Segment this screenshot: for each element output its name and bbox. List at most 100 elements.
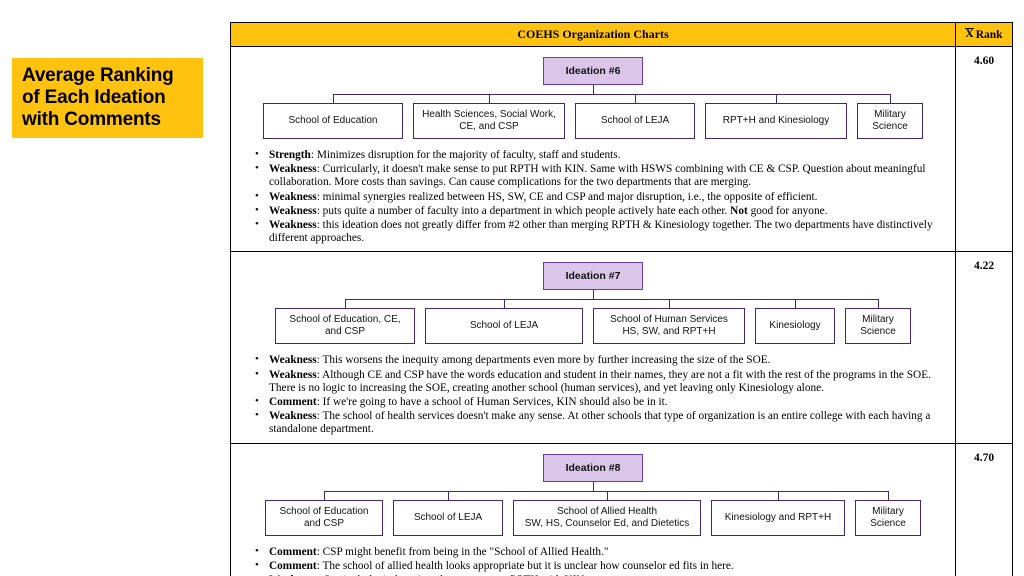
section-ideation-7: Ideation #7 School of Education, CE,and C… (231, 252, 956, 443)
connector-drop (635, 94, 636, 103)
connector-drop (607, 490, 608, 500)
list-item: Comment: If we're going to have a school… (255, 395, 945, 409)
chart-connectors (231, 481, 955, 500)
child-node-label: Kinesiology (769, 320, 821, 332)
child-nodes: School of Education Health Sciences, Soci… (231, 103, 955, 139)
bullet-text: : The school of health services doesn't … (269, 410, 931, 436)
child-node-label: RPT+H and Kinesiology (722, 115, 830, 126)
connector-drop (504, 299, 505, 309)
table-row: Ideation #7 School of Education, CE,and C… (231, 252, 1012, 444)
child-node-label: School of LEJA (600, 115, 670, 126)
org-chart-ideation-7: Ideation #7 School of Education, CE,and C… (231, 252, 955, 348)
bullet-label: Weakness (269, 574, 317, 576)
child-node[interactable]: Kinesiology and RPT+H (711, 499, 845, 536)
x-bar-symbol: X (965, 28, 974, 41)
bullet-text: : Minimizes disruption for the majority … (310, 149, 621, 161)
bullet-text: : this ideation does not greatly differ … (269, 219, 933, 245)
rank-header-label: Rank (975, 28, 1003, 41)
callout-line-1: Average Ranking (22, 65, 174, 86)
bullet-label: Weakness (269, 190, 317, 203)
bullet-text: : The school of allied health looks appr… (316, 559, 734, 572)
root-node-ideation-7[interactable]: Ideation #7 (542, 262, 644, 291)
child-node-label: School of Education, CE,and CSP (289, 314, 401, 338)
bullet-text: : Curricularly, it doesn't make sense to… (317, 574, 588, 576)
bullet-label: Weakness (269, 219, 317, 232)
bullet-text: : CSP might benefit from being in the "S… (316, 545, 609, 558)
child-node[interactable]: RPT+H and Kinesiology (705, 103, 847, 139)
child-node-label: School of LEJA (469, 320, 539, 332)
list-item: Weakness: minimal synergies realized bet… (255, 190, 945, 204)
child-node[interactable]: Kinesiology (755, 308, 835, 345)
bullet-text: : This worsens the inequity among depart… (316, 354, 771, 367)
root-node-ideation-8[interactable]: Ideation #8 (542, 453, 644, 482)
connector-drop (890, 94, 891, 103)
bullet-label: Comment (269, 559, 317, 572)
bullet-label: Weakness (269, 163, 317, 176)
connector-drop (888, 490, 889, 500)
root-node-ideation-6[interactable]: Ideation #6 (542, 57, 644, 85)
chart-connectors (231, 290, 955, 309)
connector-drop (776, 94, 777, 103)
org-chart-ideation-6: Ideation #6 School of Education Health Sci… (231, 47, 955, 143)
average-ranking-callout: Average Ranking of Each Ideation with Co… (12, 58, 203, 138)
child-node[interactable]: School of Education (263, 103, 403, 139)
connector-drop (324, 490, 325, 500)
bullet-label: Weakness (269, 354, 317, 367)
child-nodes: School of Education, CE,and CSP School of… (231, 308, 955, 345)
connector-stem (593, 481, 594, 491)
child-node[interactable]: Health Sciences, Social Work,CE, and CSP (413, 103, 565, 139)
bullet-text: : Curricularly, it doesn't make sense to… (269, 163, 926, 189)
bullet-text: : If we're going to have a school of Hum… (316, 396, 668, 409)
root-node-wrap: Ideation #6 (231, 57, 955, 85)
connector-drop (489, 94, 490, 103)
callout-line-2: of Each Ideation (22, 87, 166, 108)
list-item: Comment: CSP might benefit from being in… (255, 545, 945, 559)
root-node-wrap: Ideation #7 (231, 262, 955, 291)
header-title-cell: COEHS Organization Charts (231, 23, 956, 46)
bullet-label: Comment (269, 396, 317, 409)
bullet-text: : puts quite a number of faculty into a … (316, 204, 828, 217)
connector-drop (448, 490, 449, 500)
child-node[interactable]: School of Education, CE,and CSP (275, 308, 415, 345)
connector-drop (345, 299, 346, 309)
chart-connectors (231, 85, 955, 103)
child-node[interactable]: School of LEJA (575, 103, 695, 139)
connector-stem (593, 290, 594, 300)
table-title: COEHS Organization Charts (517, 27, 669, 41)
connector-drop (795, 299, 796, 309)
list-item: Weakness: This worsens the inequity amon… (255, 353, 945, 367)
bullet-label: Weakness (269, 410, 317, 423)
root-node-wrap: Ideation #8 (231, 453, 955, 482)
child-node-label: Health Sciences, Social Work,CE, and CSP (422, 109, 556, 132)
connector-bus (324, 490, 888, 492)
list-item: Strength: Minimizes disruption for the m… (255, 148, 945, 162)
table-row: Ideation #6 School of Education Health Sci… (231, 47, 1012, 253)
list-item: Weakness: Curricularly, it doesn't make … (255, 162, 945, 189)
list-item: Weakness: The school of health services … (255, 409, 945, 436)
comment-list-ideation-8: Comment: CSP might benefit from being in… (231, 545, 955, 576)
bullet-label: Weakness (269, 368, 317, 381)
coehs-organization-charts-table: COEHS Organization Charts X Rank Ideatio… (230, 22, 1013, 576)
table-header-row: COEHS Organization Charts X Rank (231, 23, 1012, 47)
connector-drop (333, 94, 334, 103)
connector-drop (778, 490, 779, 500)
rank-value-ideation-6: 4.60 (973, 55, 995, 67)
child-node[interactable]: School of LEJA (393, 499, 503, 536)
child-node[interactable]: School of LEJA (425, 308, 583, 345)
